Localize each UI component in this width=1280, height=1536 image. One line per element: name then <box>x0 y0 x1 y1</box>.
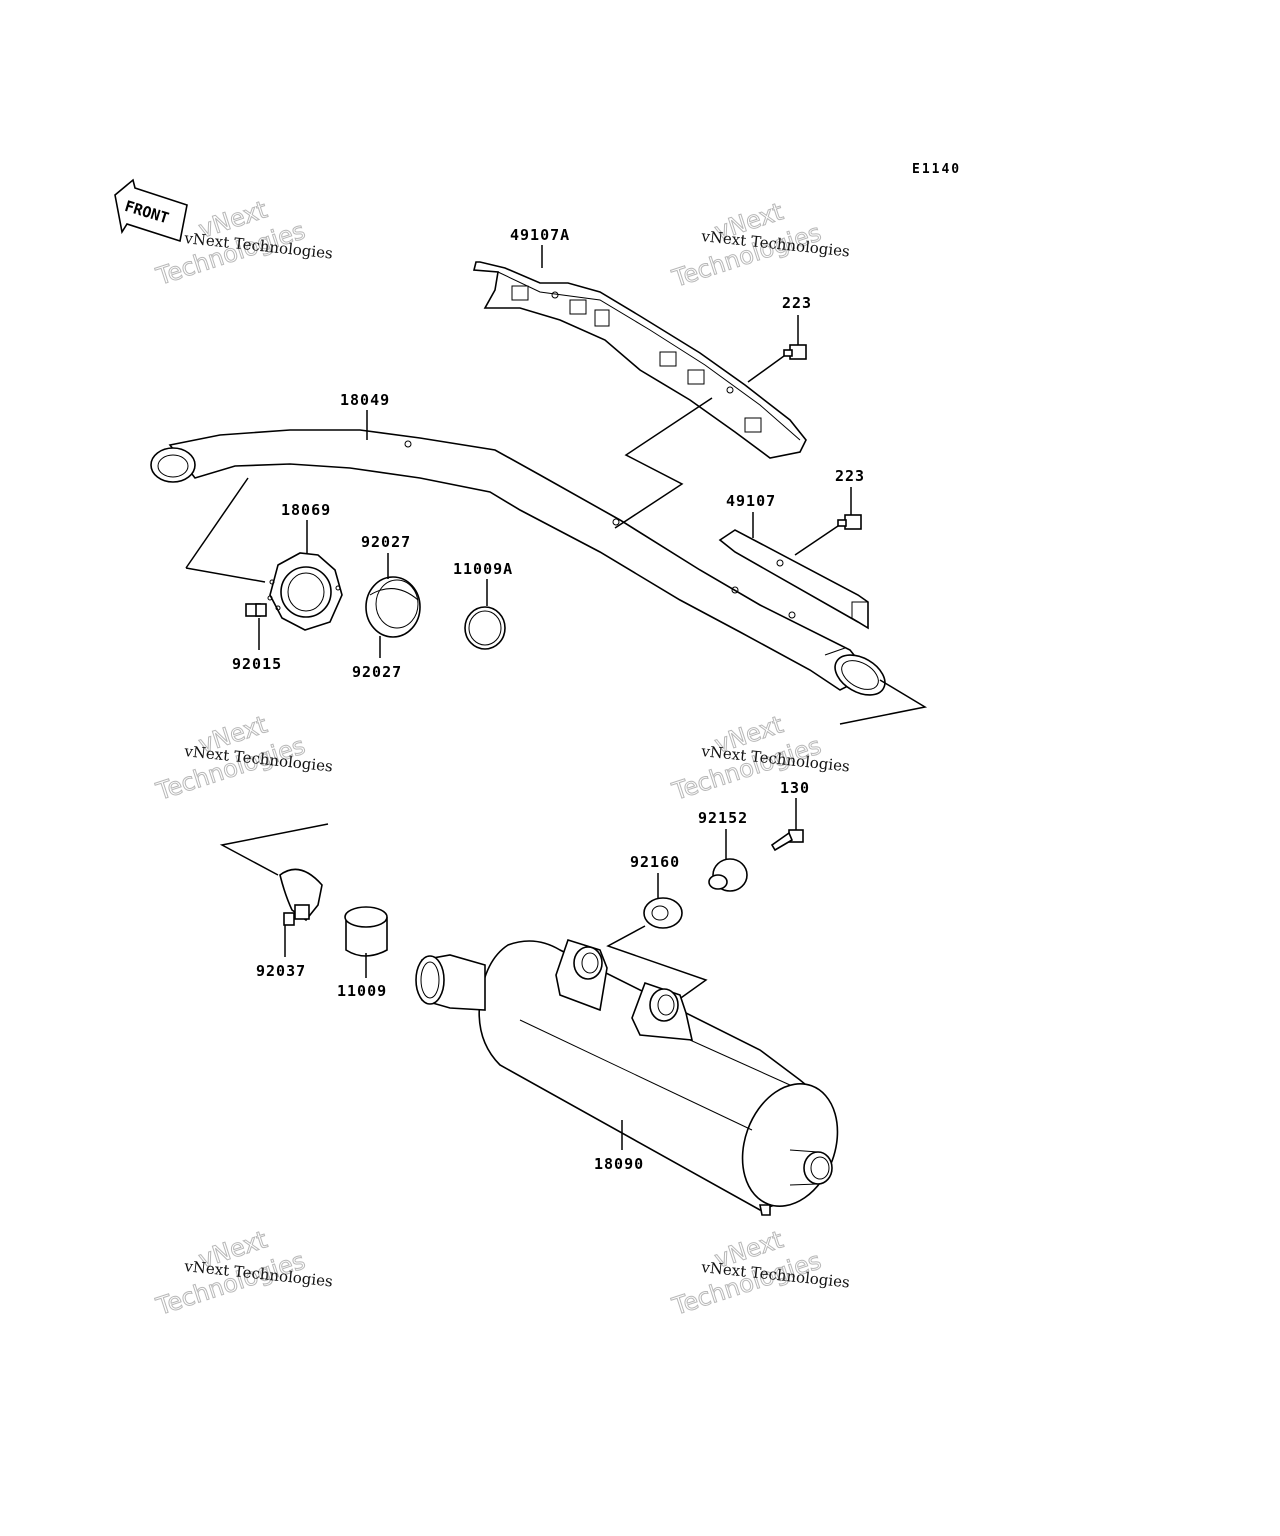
clamp-92037 <box>279 868 323 926</box>
part-label-92015: 92015 <box>232 655 282 673</box>
leader-line <box>747 355 785 383</box>
part-label-92160: 92160 <box>630 853 680 871</box>
front-arrow-icon: FRONT <box>114 178 188 243</box>
exhaust-pipe-18049 <box>150 429 886 696</box>
part-label-92037: 92037 <box>256 962 306 980</box>
part-label-11009a: 11009A <box>453 560 513 578</box>
nut-92015 <box>245 603 267 617</box>
heat-guard-49107a <box>472 261 807 459</box>
damper-92160 <box>643 897 683 929</box>
watermark-bottom-right: Technologies vNext vNext Technologies <box>668 1225 851 1322</box>
bolt-223-lower <box>837 514 862 530</box>
part-label-11009: 11009 <box>337 982 387 1000</box>
gasket-11009a <box>464 606 506 650</box>
leader-line <box>185 567 266 583</box>
collar-92152 <box>708 858 748 892</box>
part-label-18069: 18069 <box>281 501 331 519</box>
leader-line <box>219 823 329 876</box>
muffler-18090 <box>415 939 839 1216</box>
part-label-92027-lower: 92027 <box>352 663 402 681</box>
watermark-top-right: Technologies vNext vNext Technologies <box>668 197 851 294</box>
watermark-bottom-left: Technologies vNext vNext Technologies <box>152 1225 334 1322</box>
heat-guard-49107 <box>718 529 869 630</box>
part-label-130: 130 <box>780 779 810 797</box>
watermark-mid-right: Technologies vNext vNext Technologies <box>668 710 851 807</box>
part-label-223-upper: 223 <box>782 294 812 312</box>
bolt-130 <box>770 829 804 852</box>
watermark-mid-left: Technologies vNext vNext Technologies <box>152 710 334 807</box>
part-label-92027-upper: 92027 <box>361 533 411 551</box>
sleeve-11009 <box>344 906 388 957</box>
flange-18069 <box>267 552 343 631</box>
diagram-code: E1140 <box>912 162 961 177</box>
leader-line <box>614 397 713 529</box>
part-label-223-lower: 223 <box>835 467 865 485</box>
gasket-92027 <box>365 576 421 638</box>
part-label-18090: 18090 <box>594 1155 644 1173</box>
bolt-223-upper <box>783 344 807 360</box>
part-label-92152: 92152 <box>698 809 748 827</box>
leader-line <box>606 925 708 1001</box>
part-label-49107: 49107 <box>726 492 776 510</box>
leader-line <box>794 525 839 556</box>
leader-line <box>839 679 928 725</box>
part-label-18049: 18049 <box>340 391 390 409</box>
part-label-49107a: 49107A <box>510 226 570 244</box>
leader-line <box>185 477 249 569</box>
